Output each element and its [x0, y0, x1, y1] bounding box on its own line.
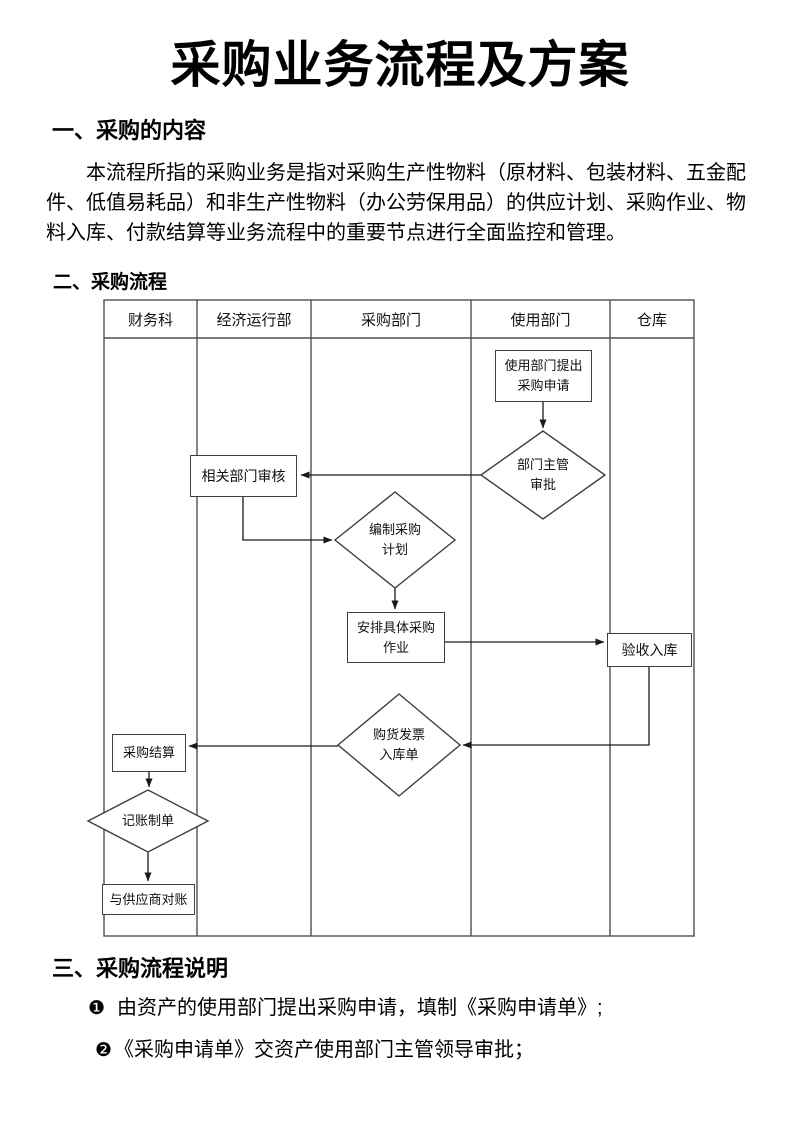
lane-header-finance: 财务科 — [127, 311, 173, 329]
invoice-diamond-shape — [336, 693, 462, 797]
node-reconcile-with-supplier: 与供应商对账 — [102, 884, 195, 915]
label-invoice-receipt: 购货发票 入库单 — [344, 725, 454, 765]
procurement-flowchart: 财务科 经济运行部 采购部门 使用部门 仓库 使用部门提出 采购申请 相关部门审… — [83, 299, 715, 937]
decision-shapes — [86, 430, 607, 853]
process-note-1: ❶ 由资产的使用部门提出采购申请，填制《采购申请单》; — [88, 996, 603, 1021]
label-bookkeeping: 记账制单 — [93, 812, 203, 830]
node-arrange-purchasing-line1: 安排具体采购 — [356, 619, 435, 635]
node-purchase-settlement-line1: 采购结算 — [122, 745, 175, 760]
label-supervisor-approve-line1: 部门主管 — [516, 457, 569, 472]
node-arrange-purchasing: 安排具体采购 作业 — [347, 612, 445, 663]
node-receive-into-warehouse-line1: 验收入库 — [621, 642, 678, 658]
connector-receive-to-invoice — [462, 667, 650, 749]
label-make-plan-line2: 计划 — [381, 542, 408, 557]
flowchart-canvas — [86, 299, 695, 937]
node-receive-into-warehouse: 验收入库 — [607, 633, 692, 667]
label-bookkeeping-line1: 记账制单 — [121, 813, 174, 828]
lane-header-using-department: 使用部门 — [510, 311, 571, 329]
section2-heading: 二、采购流程 — [53, 272, 168, 293]
label-make-plan-line1: 编制采购 — [368, 522, 421, 537]
section1-paragraph: 本流程所指的采购业务是指对采购生产性物料（原材料、包装材料、五金配 件、低值易耗… — [46, 158, 756, 248]
paragraph-line-2: 件、低值易耗品）和非生产性物料（办公劳保用品）的供应计划、采购作业、物 — [46, 192, 746, 214]
note1-bullet-icon: ❶ — [88, 998, 106, 1019]
section1-heading: 一、采购的内容 — [52, 118, 207, 143]
note1-text: 由资产的使用部门提出采购申请，填制《采购申请单》; — [117, 997, 603, 1019]
connectors — [144, 402, 650, 882]
supervisor-approve-diamond-shape — [479, 430, 607, 520]
node-purchase-settlement: 采购结算 — [112, 734, 186, 772]
label-make-plan: 编制采购 计划 — [340, 520, 450, 560]
table-outer-border — [103, 299, 695, 937]
make-plan-diamond-shape — [333, 491, 457, 589]
note2-text: 《采购申请单》交资产使用部门主管领导审批； — [114, 1039, 535, 1061]
node-apply-request: 使用部门提出 采购申请 — [495, 350, 592, 402]
label-supervisor-approve-line2: 审批 — [529, 477, 556, 492]
section3-heading: 三、采购流程说明 — [52, 956, 229, 981]
node-department-review-line1: 相关部门审核 — [201, 468, 286, 484]
lane-header-purchasing: 采购部门 — [360, 311, 421, 329]
label-invoice-receipt-line1: 购货发票 — [372, 727, 425, 742]
process-note-2: ❷《采购申请单》交资产使用部门主管领导审批； — [95, 1038, 534, 1063]
paragraph-line-3: 料入库、付款结算等业务流程中的重要节点进行全面监控和管理。 — [46, 222, 626, 244]
lane-header-economic-operation: 经济运行部 — [216, 311, 292, 329]
note2-bullet-icon: ❷ — [95, 1040, 113, 1061]
node-reconcile-with-supplier-line1: 与供应商对账 — [109, 891, 188, 907]
lane-header-warehouse: 仓库 — [636, 311, 667, 329]
swimlane-grid — [103, 299, 695, 937]
connector-review-to-plan — [242, 497, 333, 544]
node-apply-request-line1: 使用部门提出 — [504, 358, 583, 373]
bookkeeping-diamond-shape — [86, 789, 210, 853]
node-department-review: 相关部门审核 — [190, 455, 297, 497]
node-arrange-purchasing-line2: 作业 — [382, 639, 409, 655]
paragraph-line-1: 本流程所指的采购业务是指对采购生产性物料（原材料、包装材料、五金配 — [86, 162, 746, 184]
label-supervisor-approve: 部门主管 审批 — [488, 455, 598, 495]
page-title: 采购业务流程及方案 — [170, 37, 630, 93]
label-invoice-receipt-line2: 入库单 — [379, 747, 419, 762]
node-apply-request-line2: 采购申请 — [517, 378, 570, 393]
